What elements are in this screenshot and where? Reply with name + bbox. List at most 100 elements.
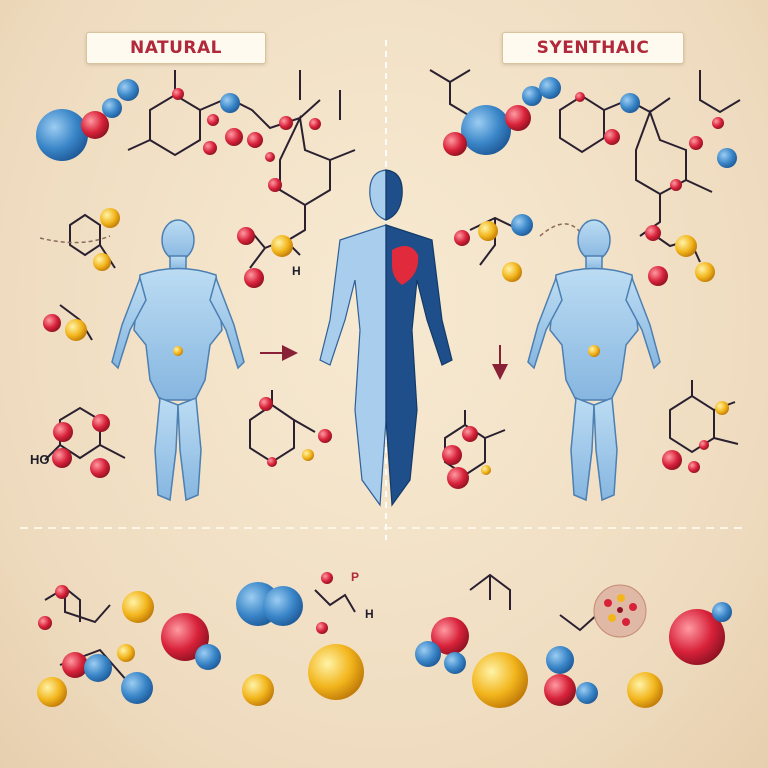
blue-atom — [84, 654, 112, 682]
blue-atom — [415, 641, 441, 667]
yellow-atom — [173, 346, 183, 356]
red-atom — [259, 397, 273, 411]
red-atom — [172, 88, 184, 100]
red-atom — [462, 426, 478, 442]
red-atom — [52, 448, 72, 468]
red-atom — [203, 141, 217, 155]
red-atom — [43, 314, 61, 332]
red-atom — [662, 450, 682, 470]
h-label: H — [365, 607, 374, 621]
blue-atom — [539, 77, 561, 99]
blue-atom — [522, 86, 542, 106]
blue-atom — [461, 105, 511, 155]
red-atom — [53, 422, 73, 442]
blue-atom — [263, 586, 303, 626]
molecule-icon — [469, 573, 601, 632]
blue-atom — [195, 644, 221, 670]
yellow-atom — [271, 235, 293, 257]
red-atom — [318, 429, 332, 443]
red-atom — [244, 268, 264, 288]
red-atom — [575, 92, 585, 102]
red-atom — [247, 132, 263, 148]
red-atom — [454, 230, 470, 246]
yellow-atom — [478, 221, 498, 241]
molecule-icon — [127, 70, 356, 246]
yellow-atom — [481, 465, 491, 475]
red-atom — [604, 129, 620, 145]
yellow-atom — [308, 644, 364, 700]
red-atom — [442, 445, 462, 465]
blue-atom — [121, 672, 153, 704]
red-atom — [544, 674, 576, 706]
red-atom — [321, 572, 333, 584]
h-label: H — [292, 264, 301, 278]
red-atom — [648, 266, 668, 286]
yellow-atom — [472, 652, 528, 708]
red-atom — [62, 652, 88, 678]
yellow-atom — [502, 262, 522, 282]
yellow-atom — [695, 262, 715, 282]
human-figure-icon — [319, 169, 453, 507]
red-atom — [267, 457, 277, 467]
blue-atom — [36, 109, 88, 161]
red-atom — [81, 111, 109, 139]
red-atom — [207, 114, 219, 126]
yellow-atom — [122, 591, 154, 623]
red-atom — [712, 117, 724, 129]
red-atom — [447, 467, 469, 489]
blue-atom — [717, 148, 737, 168]
red-atom — [92, 414, 110, 432]
yellow-atom — [100, 208, 120, 228]
red-atom — [689, 136, 703, 150]
cell-dots — [604, 594, 637, 626]
red-atom — [265, 152, 275, 162]
red-atom — [316, 622, 328, 634]
molecule-icon — [59, 213, 116, 341]
red-atom — [279, 116, 293, 130]
red-atom — [237, 227, 255, 245]
red-atom — [505, 105, 531, 131]
red-atom — [55, 585, 69, 599]
panel-title-synthetic: SYENTHAIC — [502, 32, 684, 64]
red-atom — [688, 461, 700, 473]
apple-icon — [161, 613, 209, 661]
p-label: P — [351, 570, 359, 584]
red-atom — [670, 179, 682, 191]
red-atom — [268, 178, 282, 192]
ho-label: HO — [30, 452, 50, 467]
yellow-atom — [588, 345, 600, 357]
dashed-arrow — [39, 235, 111, 244]
blue-atom — [117, 79, 139, 101]
yellow-atom — [65, 319, 87, 341]
red-atom — [431, 617, 469, 655]
blue-atom — [444, 652, 466, 674]
red-atom — [38, 616, 52, 630]
yellow-atom — [37, 677, 67, 707]
human-figure-icon — [527, 219, 661, 502]
blue-atom — [576, 682, 598, 704]
yellow-atom — [93, 253, 111, 271]
yellow-atom — [302, 449, 314, 461]
blue-atom — [511, 214, 533, 236]
apple-icon — [669, 609, 725, 665]
yellow-atom — [242, 674, 274, 706]
blue-atom — [712, 602, 732, 622]
blue-atom — [620, 93, 640, 113]
red-atom — [645, 225, 661, 241]
human-figure-icon — [111, 219, 245, 502]
yellow-atom — [675, 235, 697, 257]
yellow-atom — [627, 672, 663, 708]
molecule-icon — [44, 406, 126, 461]
red-atom — [225, 128, 243, 146]
blue-atom — [546, 646, 574, 674]
blue-atom — [220, 93, 240, 113]
red-atom — [90, 458, 110, 478]
red-atom — [443, 132, 467, 156]
yellow-atom — [715, 401, 729, 415]
red-atom — [309, 118, 321, 130]
red-atom — [699, 440, 709, 450]
yellow-atom — [117, 644, 135, 662]
panel-title-natural: NATURAL — [86, 32, 266, 64]
